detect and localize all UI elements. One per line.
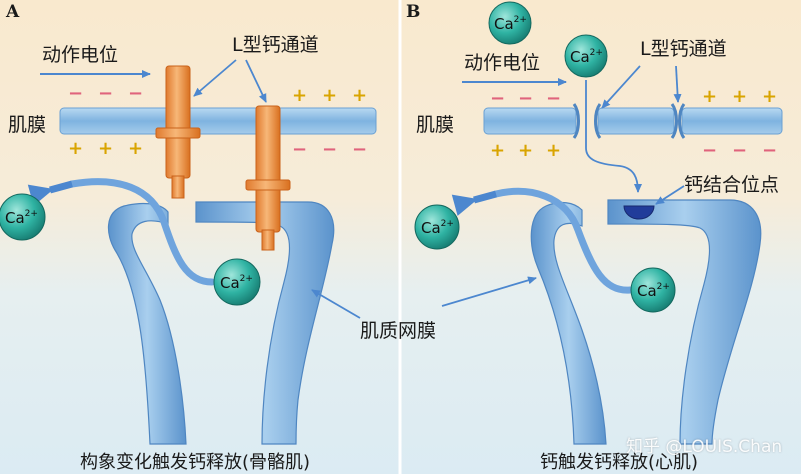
svg-text:−: − [762,140,777,161]
svg-text:+: + [68,138,83,159]
panel-a-channel-pointer-2 [245,59,267,103]
svg-text:−: − [292,139,307,160]
svg-text:+: + [128,138,143,159]
panel-b-ca-ion-top: Ca2+ [488,1,532,45]
panel-b-letter: B [406,2,421,22]
panel-b-binding-site-label: 钙结合位点 [684,174,780,196]
panel-b-ca-entry-path [585,80,642,193]
svg-text:−: − [490,88,505,109]
svg-text:Ca2+: Ca2+ [220,274,253,292]
svg-text:−: − [68,83,83,104]
panel-b-caption: 钙触发钙释放(心肌) [540,452,699,473]
panel-b-ca-ion-out: Ca2+ [414,204,460,250]
sr-pointer-right [441,276,537,307]
panel-a-ca-ion-out: Ca2+ [0,193,46,241]
panel-a-channel-1 [155,65,201,199]
panel-b-signs: − − − + + + + + + − − − [490,86,777,161]
panel-b-sr-right [607,199,762,445]
svg-text:Ca2+: Ca2+ [494,15,527,33]
panel-a-channel-label: L型钙通道 [232,34,319,56]
svg-text:+: + [732,86,747,107]
svg-text:+: + [292,85,307,106]
panel-b-membrane-right [681,107,783,135]
panel-a-sr-left [108,202,187,445]
panel-b-sr-left [530,201,607,445]
svg-text:Ca2+: Ca2+ [570,48,603,66]
svg-text:+: + [352,85,367,106]
panel-a-graphic: Ca2+ Ca2+ − − − + + + + + + − − − [0,59,377,445]
panel-b-action-potential-label: 动作电位 [464,52,541,74]
panel-b-channel-pointer-2 [673,65,682,103]
panel-b-ca-ion-channel: Ca2+ [564,34,608,78]
svg-text:−: − [98,83,113,104]
panel-b-membrane-mid [597,107,675,135]
svg-text:Ca2+: Ca2+ [421,219,454,237]
panel-a-action-potential-label: 动作电位 [42,44,119,66]
svg-text:+: + [546,140,561,161]
svg-text:−: − [352,139,367,160]
panel-b-channel2-lip-left [670,103,678,139]
panel-b-ca-ion-in: Ca2+ [630,267,676,313]
panel-b-channel-pointer-1 [601,65,641,109]
panel-a-release-path [68,178,216,286]
panel-b-binding-site-pointer [655,185,685,205]
svg-text:+: + [98,138,113,159]
panel-b-binding-site-mark [623,205,655,220]
svg-text:−: − [322,139,337,160]
panel-a-membrane-label: 肌膜 [8,114,47,136]
panel-b-channel-lip-right [594,103,602,139]
panel-a-membrane [59,107,377,135]
svg-text:−: − [518,88,533,109]
panel-a-release-arrow [27,180,73,206]
sr-membrane-label: 肌质网膜 [360,320,437,342]
svg-text:−: − [546,88,561,109]
panel-a-channel-pointer-1 [193,59,237,97]
panel-a-letter: A [6,2,20,22]
svg-text:+: + [490,140,505,161]
svg-text:+: + [762,86,777,107]
panel-b-release-path [492,187,634,294]
panel-a-channel-2 [245,105,291,251]
svg-text:Ca2+: Ca2+ [5,209,38,227]
panel-b-graphic: Ca2+ Ca2+ Ca2+ Ca2+ − − − + + + + + + − … [414,1,783,445]
panel-b-membrane-label: 肌膜 [416,114,455,136]
svg-text:+: + [702,86,717,107]
panel-b-channel-label: L型钙通道 [640,38,727,60]
panel-b-release-arrow [451,190,497,216]
sr-pointer-left [311,289,361,319]
panel-a-signs: − − − + + + + + + − − − [68,83,367,160]
svg-text:−: − [702,140,717,161]
svg-text:+: + [322,85,337,106]
svg-text:+: + [518,140,533,161]
svg-text:−: − [128,83,143,104]
panel-b-membrane-left [483,107,577,135]
svg-text:Ca2+: Ca2+ [637,282,670,300]
svg-text:−: − [732,140,747,161]
panel-b-channel-lip-left [572,103,580,139]
panel-a-caption: 构象变化触发钙释放(骨骼肌) [80,452,311,473]
panel-b-channel2-lip-right [678,103,686,139]
watermark: 知乎 @LOUIS.Chan [626,437,783,457]
panel-a-ca-ion-in: Ca2+ [213,258,261,306]
